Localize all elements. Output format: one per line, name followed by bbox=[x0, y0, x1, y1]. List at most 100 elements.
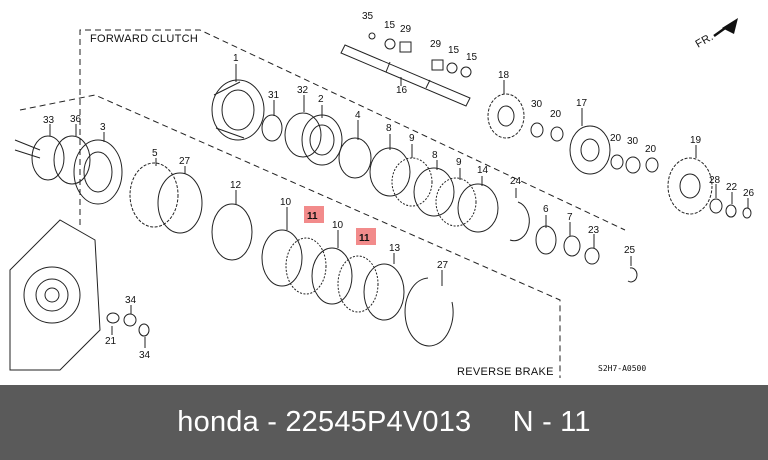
part-3-piston bbox=[73, 139, 123, 205]
part-8b-plate bbox=[413, 167, 455, 217]
part-24-snap-ring bbox=[509, 201, 530, 242]
highlight-box-11b bbox=[356, 228, 376, 245]
part-20a-washer bbox=[550, 126, 564, 142]
mainshaft bbox=[340, 44, 471, 107]
part-30a-washer bbox=[530, 122, 544, 138]
callout-20b: 20 bbox=[610, 133, 622, 144]
callout-23: 23 bbox=[588, 225, 600, 236]
part-34a-washer bbox=[123, 313, 137, 327]
front-direction-arrow: FR. bbox=[694, 18, 738, 51]
housing-bore bbox=[23, 266, 81, 324]
callout-19: 19 bbox=[690, 135, 702, 146]
forward-clutch-boundary bbox=[79, 29, 626, 231]
reverse-brake-boundary bbox=[19, 94, 561, 378]
part-10b-plate bbox=[311, 247, 353, 305]
callout-25: 25 bbox=[624, 245, 636, 256]
callout-27b: 27 bbox=[437, 260, 449, 271]
callout-31: 31 bbox=[268, 90, 280, 101]
drawing-code: S2H7-A0500 bbox=[598, 364, 646, 373]
highlight-box-11a bbox=[304, 206, 324, 223]
part-26-ring bbox=[742, 207, 752, 219]
forward-clutch-label: FORWARD CLUTCH bbox=[90, 33, 198, 45]
part-11b-disc bbox=[337, 255, 379, 313]
callout-26: 26 bbox=[743, 188, 755, 199]
callout-20c: 20 bbox=[645, 144, 657, 155]
part-19-gear bbox=[667, 157, 713, 215]
callout-34b: 34 bbox=[139, 350, 151, 361]
callout-11b: 11 bbox=[359, 233, 370, 244]
part-23-ring bbox=[584, 247, 600, 265]
callout-13: 13 bbox=[389, 243, 401, 254]
exploded-view-drawing: FR. FORWARD CLUTCH REVERSE BRAKE S2H7-A0… bbox=[9, 11, 755, 378]
part-9-disc bbox=[391, 157, 433, 207]
callout-12: 12 bbox=[230, 180, 242, 191]
parts-diagram: FR. FORWARD CLUTCH REVERSE BRAKE S2H7-A0… bbox=[9, 11, 755, 378]
callout-14: 14 bbox=[477, 165, 489, 176]
callout-11a: 11 bbox=[307, 211, 318, 222]
part-32-ring bbox=[284, 112, 322, 158]
callout-3: 3 bbox=[100, 122, 106, 133]
callout-32: 32 bbox=[297, 85, 309, 96]
callout-15b: 15 bbox=[448, 45, 460, 56]
callout-33: 33 bbox=[43, 115, 55, 126]
part-20c-washer bbox=[645, 157, 659, 173]
part-10a-plate bbox=[261, 229, 303, 287]
part-13-plate bbox=[363, 263, 405, 321]
callout-36: 36 bbox=[70, 114, 82, 125]
callout-17: 17 bbox=[576, 98, 588, 109]
part-caption-bar: honda - 22545P4V013 N - 11 bbox=[0, 385, 768, 460]
callout-21: 21 bbox=[105, 336, 117, 347]
callout-1: 1 bbox=[233, 53, 239, 64]
part-36-ring bbox=[53, 135, 91, 185]
part-7-washer bbox=[563, 235, 581, 257]
part-6-bearing bbox=[535, 225, 557, 255]
callout-20a: 20 bbox=[550, 109, 562, 120]
part-31-ring bbox=[261, 114, 283, 142]
callout-35: 35 bbox=[362, 11, 374, 22]
caption-item: N - 11 bbox=[512, 406, 591, 438]
part-20b-washer bbox=[610, 154, 624, 170]
callout-10b: 10 bbox=[332, 220, 344, 231]
callout-34a: 34 bbox=[125, 295, 137, 306]
housing-edge bbox=[14, 139, 41, 159]
caption-separator: - bbox=[258, 406, 286, 438]
part-21-seal bbox=[106, 312, 120, 324]
callout-9a: 9 bbox=[409, 133, 415, 144]
part-4-ring bbox=[338, 137, 372, 179]
callout-15a: 15 bbox=[384, 20, 396, 31]
part-25-clip bbox=[627, 267, 638, 283]
callout-2: 2 bbox=[318, 94, 324, 105]
caption-brand: honda bbox=[177, 406, 259, 438]
part-29b-symbol bbox=[431, 59, 444, 71]
part-callouts: 1 2 3 4 5 6 7 8 9 9 10 10 11 11 12 13 14… bbox=[43, 11, 755, 361]
callout-30b: 30 bbox=[627, 136, 639, 147]
part-15a-symbol bbox=[384, 38, 396, 50]
callout-15c: 15 bbox=[466, 52, 478, 63]
callout-24: 24 bbox=[510, 176, 522, 187]
caption-gap bbox=[471, 406, 512, 439]
part-29a-symbol bbox=[399, 41, 412, 53]
part-11a-disc bbox=[285, 237, 327, 295]
part-12-plate bbox=[211, 203, 253, 261]
callout-29b: 29 bbox=[430, 39, 442, 50]
part-28-bearing bbox=[709, 198, 723, 214]
callout-8b: 8 bbox=[432, 150, 438, 161]
part-14-plate bbox=[457, 183, 499, 233]
part-35-symbol bbox=[368, 32, 376, 40]
callout-6: 6 bbox=[543, 204, 549, 215]
callout-28: 28 bbox=[709, 175, 721, 186]
callout-22: 22 bbox=[726, 182, 738, 193]
part-17-carrier bbox=[569, 125, 611, 175]
callout-30a: 30 bbox=[531, 99, 543, 110]
part-27a-snap-ring bbox=[157, 172, 203, 234]
caption-part-number: 22545P4V013 bbox=[285, 406, 472, 438]
part-15b-symbol bbox=[446, 62, 458, 74]
callout-29a: 29 bbox=[400, 24, 412, 35]
part-1-drum bbox=[211, 79, 265, 141]
part-15c-symbol bbox=[460, 66, 472, 78]
direction-label: FR. bbox=[694, 31, 716, 51]
reverse-brake-label: REVERSE BRAKE bbox=[457, 366, 554, 378]
callout-27a: 27 bbox=[179, 156, 191, 167]
part-9b-disc bbox=[435, 177, 477, 227]
part-8-plate bbox=[369, 147, 411, 197]
